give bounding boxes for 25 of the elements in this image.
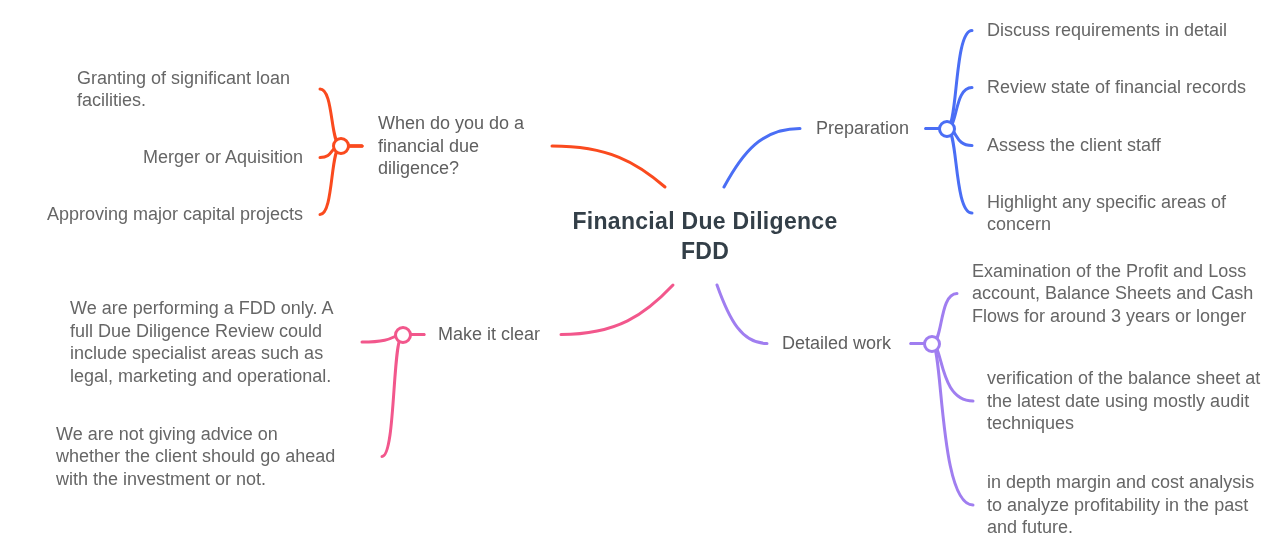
- branch-topic: When do you do a financial due diligence?: [378, 112, 526, 180]
- branch-line: [380, 333, 426, 458]
- branch-line: [550, 144, 667, 189]
- central-topic: Financial Due Diligence FDD: [571, 207, 839, 266]
- subtopic-text: Discuss requirements in detail: [987, 19, 1228, 42]
- subtopic-text: Examination of the Profit and Loss account, Balance Sheets and Cash Flows for around 3 years or longer: [972, 259, 1255, 328]
- subtopic-text: in depth margin and cost analysis to analyze profitability in the past and future.: [987, 471, 1256, 539]
- branch-line: [715, 283, 769, 345]
- subtopic-text: Granting of significant loan facilities.: [77, 66, 292, 112]
- subtopic-text: Assess the client staff: [987, 134, 1161, 157]
- subtopic-text: We are not giving advice on whether the client should go ahead with the investment or not.: [56, 422, 337, 491]
- branch-topic: Preparation: [816, 117, 910, 140]
- branch-line: [318, 144, 364, 216]
- subtopic-text: verification of the balance sheet at the latest date using mostly audit techniques: [987, 367, 1262, 435]
- branch-line: [909, 342, 975, 507]
- subtopic-text: We are performing a FDD only. A full Due Diligence Review could include specialist areas such as legal, marketing and operational.: [70, 297, 334, 387]
- subtopic-text: Merger or Aquisition: [142, 146, 303, 169]
- subtopic-text: Approving major capital projects: [46, 203, 303, 226]
- branch-line: [559, 283, 675, 336]
- branch-topic: Make it clear: [438, 323, 541, 346]
- subtopic-text: Highlight any specific areas of concern: [987, 190, 1228, 236]
- branch-topic: Detailed work: [782, 332, 892, 355]
- subtopic-text: Review state of financial records: [987, 76, 1247, 99]
- branch-line: [924, 127, 974, 215]
- branch-line: [722, 127, 802, 189]
